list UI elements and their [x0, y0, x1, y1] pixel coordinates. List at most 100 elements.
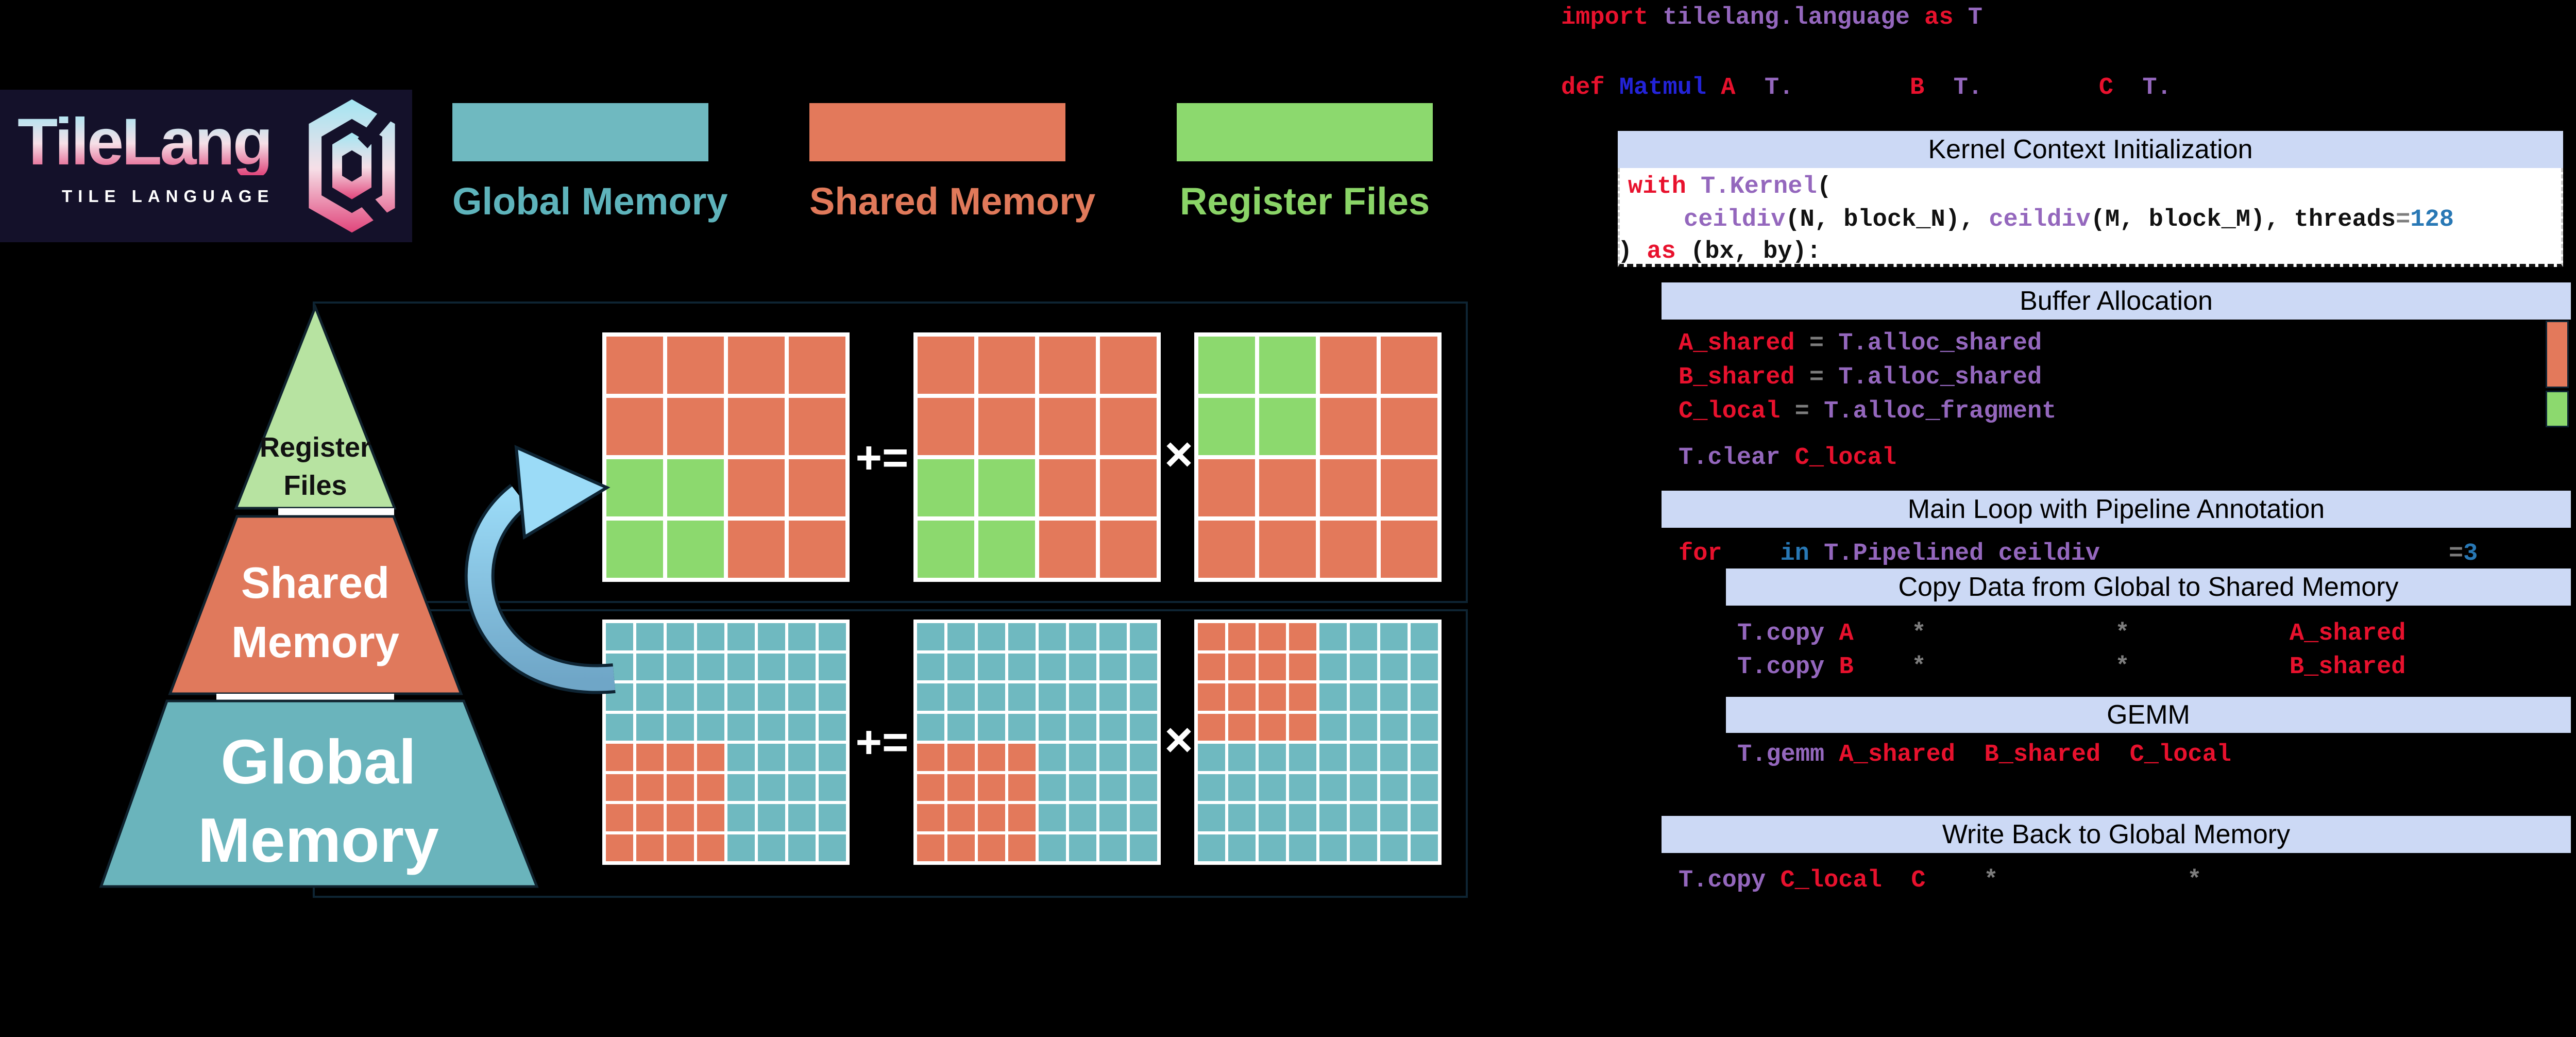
matrix-cell: [1319, 774, 1347, 801]
code-token: ,: [1880, 74, 1910, 102]
code-token: ko: [1722, 540, 1781, 567]
matrix-cell: [758, 804, 785, 831]
matrix-cell: [978, 804, 1005, 831]
matrix-cell: [917, 623, 944, 650]
matrix-cell: [788, 744, 816, 771]
matrix-cell: [697, 653, 724, 680]
matrix-cell: [947, 804, 975, 831]
code-line-copy-b: T.copy(B[ko * block_K, bx * block_N], B_…: [1737, 653, 2420, 683]
matrix-cell: [1289, 653, 1316, 680]
matrix-cell: [1198, 834, 1225, 861]
code-token: B_shared: [2289, 654, 2406, 681]
matrix-cell: [917, 683, 944, 711]
matrix-cell: [1198, 521, 1255, 578]
matrix-cell: [978, 774, 1005, 801]
matrix-cell: [667, 804, 694, 831]
matrix-cell: [1130, 804, 1157, 831]
code-line-import: import tilelang.language as T: [1561, 3, 1982, 34]
code-token: for: [1679, 540, 1722, 567]
matrix-cell: [1289, 623, 1316, 650]
matrix-cell: [1130, 744, 1157, 771]
code-token: [by: [1925, 867, 1984, 894]
matrix-cell: [1039, 713, 1066, 741]
matrix-cell: [1228, 834, 1256, 861]
matrix-cell: [1259, 683, 1286, 711]
matrix-cell: [636, 683, 664, 711]
code-token: ((block_M, block_K), dtype): [2042, 330, 2434, 357]
code-token: (: [1817, 173, 1832, 200]
matrix-cell: [727, 683, 755, 711]
matrix-cell: [697, 774, 724, 801]
tilelang-cube-icon: [309, 99, 395, 233]
matrix-cell: [1099, 744, 1127, 771]
matrix-cell: [918, 459, 974, 516]
matrix-cell: [947, 623, 975, 650]
matrix-cell: [758, 744, 785, 771]
matrix-cell: [918, 337, 974, 394]
code-token: (: [1780, 444, 1795, 472]
matrix-cell: [1228, 653, 1256, 680]
matrix-cell: [636, 774, 664, 801]
matrix-cell: [667, 834, 694, 861]
matrix-grid-global: [913, 620, 1161, 865]
matrix-cell: [667, 653, 694, 680]
code-token: [1780, 398, 1794, 425]
matrix-cell: [1039, 653, 1066, 680]
code-token: ): [2405, 620, 2420, 647]
code-token: T.alloc_shared: [1838, 364, 2042, 391]
matrix-cell: [606, 774, 633, 801]
matrix-cell: [1259, 623, 1286, 650]
code-token: (K, block_K), num_stages: [2100, 540, 2449, 567]
matrix-cell: [606, 398, 663, 455]
matrix-cell: [947, 744, 975, 771]
matrix-cell: [1008, 774, 1036, 801]
matrix-cell: [1099, 653, 1127, 680]
matrix-cell: [1039, 398, 1096, 455]
matrix-cell: [1008, 804, 1036, 831]
matrix-cell: [758, 713, 785, 741]
code-token: =: [1809, 330, 1824, 357]
code-token: (: [1824, 620, 1839, 647]
logo-subtitle: TILE LANGUAGE: [62, 187, 275, 206]
matrix-cell: [1411, 774, 1438, 801]
matrix-cell: [697, 713, 724, 741]
legend-label: Global Memory: [452, 180, 728, 223]
matrix-cell: [1380, 713, 1408, 741]
code-token: T.: [2142, 74, 2172, 102]
matrix-cell: [1100, 398, 1157, 455]
code-token: (: [1706, 74, 1721, 102]
code-token: *: [2115, 620, 2130, 647]
code-token: C_local: [2129, 741, 2232, 768]
matrix-cell: [1259, 653, 1286, 680]
matrix-cell: [1069, 774, 1096, 801]
code-token: ceildiv: [1684, 206, 1786, 233]
matrix-cell: [1380, 623, 1408, 650]
code-token: =: [1794, 398, 1809, 425]
global-memory-swatch: [452, 103, 708, 161]
code-token: block_K],: [2129, 620, 2290, 647]
code-token: ceildiv: [1998, 540, 2100, 567]
matrix-cell: [917, 804, 944, 831]
section-header-write-back: Write Back to Global Memory: [1662, 816, 2571, 853]
code-token: =: [2448, 540, 2464, 567]
matrix-cell: [1069, 683, 1096, 711]
code-line-for: for ko in T.Pipelined(ceildiv(K, block_K…: [1679, 539, 2507, 570]
matrix-cell: [1380, 653, 1408, 680]
matrix-cell: [1069, 804, 1096, 831]
matrix-cell: [1069, 653, 1096, 680]
matrix-cell: [667, 398, 724, 455]
matrix-cell: [947, 834, 975, 861]
code-token: T.clear: [1679, 444, 1781, 472]
matrix-cell: [1130, 683, 1157, 711]
section-header-buffer-alloc: Buffer Allocation: [1662, 282, 2571, 320]
matrix-cell: [1350, 834, 1377, 861]
matrix-cell: [789, 459, 845, 516]
matrix-cell: [1289, 744, 1316, 771]
matrix-cell: [1008, 713, 1036, 741]
code-token: T.alloc_shared: [1838, 330, 2042, 357]
code-token: A: [1839, 620, 1854, 647]
code-token: [1809, 540, 1824, 567]
matrix-cell: [1319, 623, 1347, 650]
matrix-cell: [978, 683, 1005, 711]
matrix-cell: [788, 804, 816, 831]
